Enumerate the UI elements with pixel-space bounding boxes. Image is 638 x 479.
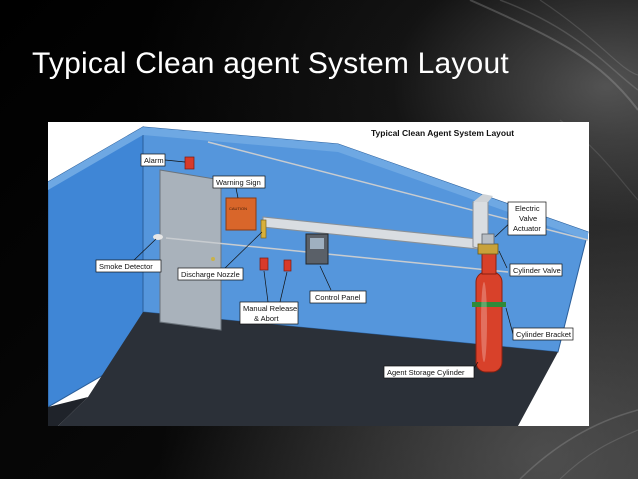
agent-storage-cylinder xyxy=(475,271,503,373)
label-warning-sign: Warning Sign xyxy=(212,175,266,189)
label-alarm-text: Alarm xyxy=(144,156,164,165)
discharge-nozzle xyxy=(260,219,267,239)
label-discharge-nozzle-text: Discharge Nozzle xyxy=(181,270,240,279)
floor xyxy=(58,312,558,426)
door xyxy=(159,169,222,331)
label-discharge-nozzle: Discharge Nozzle xyxy=(177,267,244,281)
control-panel-screen xyxy=(310,238,324,249)
system-layout-figure: CAUTION xyxy=(48,122,589,426)
warning-sign xyxy=(225,197,257,231)
electric-valve-actuator xyxy=(481,233,495,245)
cylinder-bracket xyxy=(472,302,506,307)
cylinder-valve xyxy=(477,243,499,255)
label-warning-sign-text: Warning Sign xyxy=(216,178,261,187)
label-cylinder-bracket: Cylinder Bracket xyxy=(512,327,574,341)
cylinder-highlight xyxy=(481,282,487,362)
label-abort-text: & Abort xyxy=(254,314,280,323)
cylinder-neck xyxy=(481,251,497,275)
system-layout-diagram: CAUTION xyxy=(48,126,589,426)
figure-title: Typical Clean Agent System Layout xyxy=(371,128,514,138)
label-manual-release: Manual Release & Abort xyxy=(239,301,299,325)
label-agent-storage-cylinder-text: Agent Storage Cylinder xyxy=(387,368,465,377)
label-actuator-text: Actuator xyxy=(513,224,541,233)
smoke-detector xyxy=(153,234,163,240)
label-manual-release-text: Manual Release xyxy=(243,304,297,313)
wire-run xyxy=(165,237,509,273)
slide-title: Typical Clean agent System Layout xyxy=(32,47,509,80)
label-control-panel-text: Control Panel xyxy=(315,293,361,302)
label-electric-valve-actuator: Electric Valve Actuator xyxy=(507,201,547,236)
label-control-panel: Control Panel xyxy=(309,290,367,304)
manual-release-device xyxy=(259,257,269,271)
label-cylinder-valve: Cylinder Valve xyxy=(509,263,563,277)
label-alarm: Alarm xyxy=(140,153,166,167)
label-cylinder-valve-text: Cylinder Valve xyxy=(513,266,561,275)
label-agent-storage-cylinder: Agent Storage Cylinder xyxy=(383,365,475,379)
alarm-device xyxy=(184,156,195,170)
label-smoke-detector-text: Smoke Detector xyxy=(99,262,153,271)
discharge-pipe-elbow xyxy=(473,194,493,202)
wall-top-edge xyxy=(48,127,588,240)
door-knob xyxy=(211,257,215,261)
label-cylinder-bracket-text: Cylinder Bracket xyxy=(516,330,572,339)
floor-edge xyxy=(48,397,88,426)
label-electric-text: Electric xyxy=(515,204,540,213)
abort-device xyxy=(283,259,292,272)
warning-sign-plate-text: CAUTION xyxy=(229,206,247,211)
label-smoke-detector: Smoke Detector xyxy=(95,259,162,273)
label-valve-text: Valve xyxy=(519,214,537,223)
